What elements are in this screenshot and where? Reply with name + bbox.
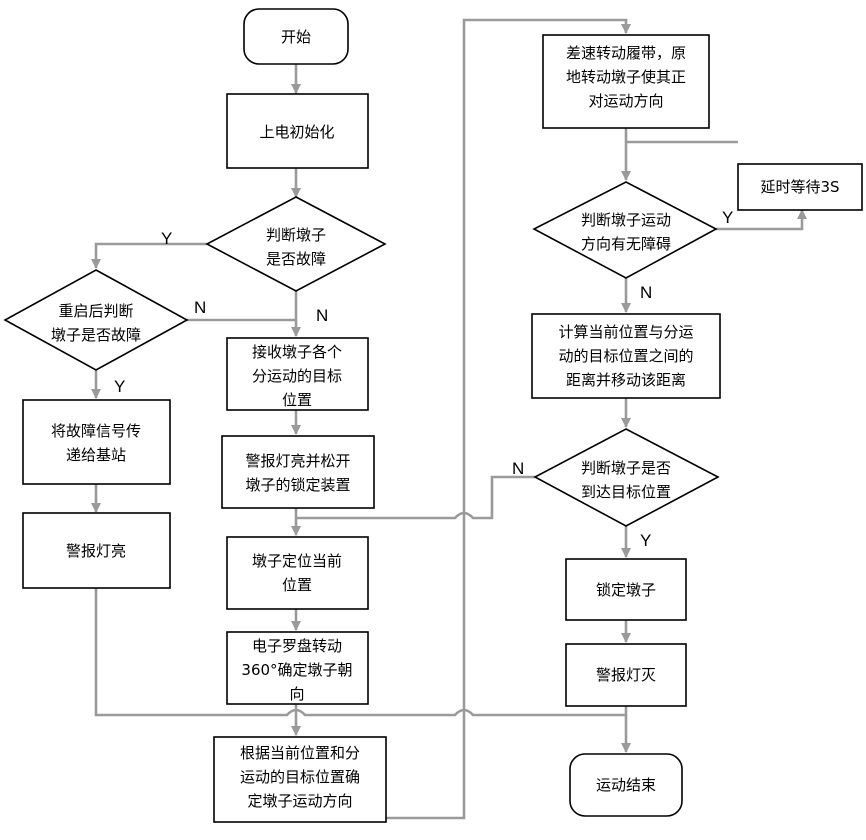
node-text-line: 警报灯灭 <box>596 666 656 684</box>
label-fault-no: N <box>316 306 328 325</box>
node-text-line: 重启后判断 <box>58 302 133 320</box>
text-delay: 延时等待3S <box>760 178 839 196</box>
node-text-line: 位置 <box>282 576 312 594</box>
node-text-line: 判断墩子 <box>266 226 326 244</box>
node-text-line: 对运动方向 <box>588 92 663 110</box>
node-text-line: 差速转动履带，原 <box>566 44 686 62</box>
node-text-line: 计算当前位置与分运 <box>558 323 693 341</box>
label-fault-yes: Y <box>161 229 172 248</box>
text-init: 上电初始化 <box>259 123 334 141</box>
node-text-line: 动的目标位置之间的 <box>558 347 693 365</box>
node-text-line: 运动的目标位置确 <box>240 768 360 786</box>
node-text-line: 墩子是否故障 <box>51 326 141 344</box>
node-text-line: 墩子的锁定装置 <box>245 476 350 494</box>
label-obstacle-yes: Y <box>722 208 733 227</box>
node-text-line: 判断墩子运动 <box>581 211 671 229</box>
node-text-line: 360°确定墩子朝 <box>241 661 352 679</box>
shapes <box>5 9 862 822</box>
node-text-line: 位置 <box>282 391 312 409</box>
node-text-line: 是否故障 <box>266 250 326 268</box>
node-restart-judge <box>5 270 187 370</box>
node-text-line: 判断墩子是否 <box>581 459 671 477</box>
label-restart-yes: Y <box>114 377 125 396</box>
node-text-line: 向 <box>289 685 304 703</box>
arrow-fault-yes-to-restart <box>96 244 207 268</box>
label-arrive-no: N <box>512 459 524 478</box>
node-text-line: 递给基站 <box>66 446 126 464</box>
text-alarm-on-left: 警报灯亮 <box>66 542 126 560</box>
node-text-line: 运动结束 <box>596 776 656 794</box>
node-locate <box>227 537 368 609</box>
node-text-line: 墩子定位当前 <box>252 552 342 570</box>
text-compute-move: 计算当前位置与分运动的目标位置之间的距离并移动该距离 <box>558 323 693 389</box>
node-text-line: 接收墩子各个 <box>252 343 342 361</box>
node-judge-arrive <box>535 429 718 526</box>
node-judge-fault <box>207 197 385 291</box>
label-restart-no: N <box>194 298 206 317</box>
node-text-line: 将故障信号传 <box>51 422 141 440</box>
text-determine-dir: 根据当前位置和分运动的目标位置确定墩子运动方向 <box>240 744 360 810</box>
label-arrive-yes: Y <box>640 531 651 550</box>
text-alarm-off: 警报灯灭 <box>596 666 656 684</box>
node-text-line: 分运动的目标 <box>252 367 342 385</box>
node-text-line: 地转动墩子使其正 <box>566 68 686 86</box>
text-end: 运动结束 <box>596 776 656 794</box>
label-obstacle-no: N <box>640 283 652 302</box>
node-text-line: 根据当前位置和分 <box>240 744 360 762</box>
node-text-line: 上电初始化 <box>259 123 334 141</box>
connectors <box>96 20 802 818</box>
node-text-line: 开始 <box>281 28 311 46</box>
node-text-line: 警报灯亮 <box>66 542 126 560</box>
text-start: 开始 <box>281 28 311 46</box>
node-text-line: 电子罗盘转动 <box>252 637 342 655</box>
node-send-signal <box>23 400 170 484</box>
node-text-line: 延时等待3S <box>760 178 839 196</box>
node-alarm-release <box>222 436 374 508</box>
node-text-line: 警报灯亮并松开 <box>245 452 350 470</box>
node-text-line: 到达目标位置 <box>581 483 671 501</box>
node-text-line: 距离并移动该距离 <box>566 371 686 389</box>
text-lock: 锁定墩子 <box>596 581 656 599</box>
node-text-line: 方向有无障碍 <box>581 235 671 253</box>
node-judge-obstacle <box>534 182 716 278</box>
node-text-line: 定墩子运动方向 <box>247 792 352 810</box>
node-text-line: 锁定墩子 <box>596 581 656 599</box>
